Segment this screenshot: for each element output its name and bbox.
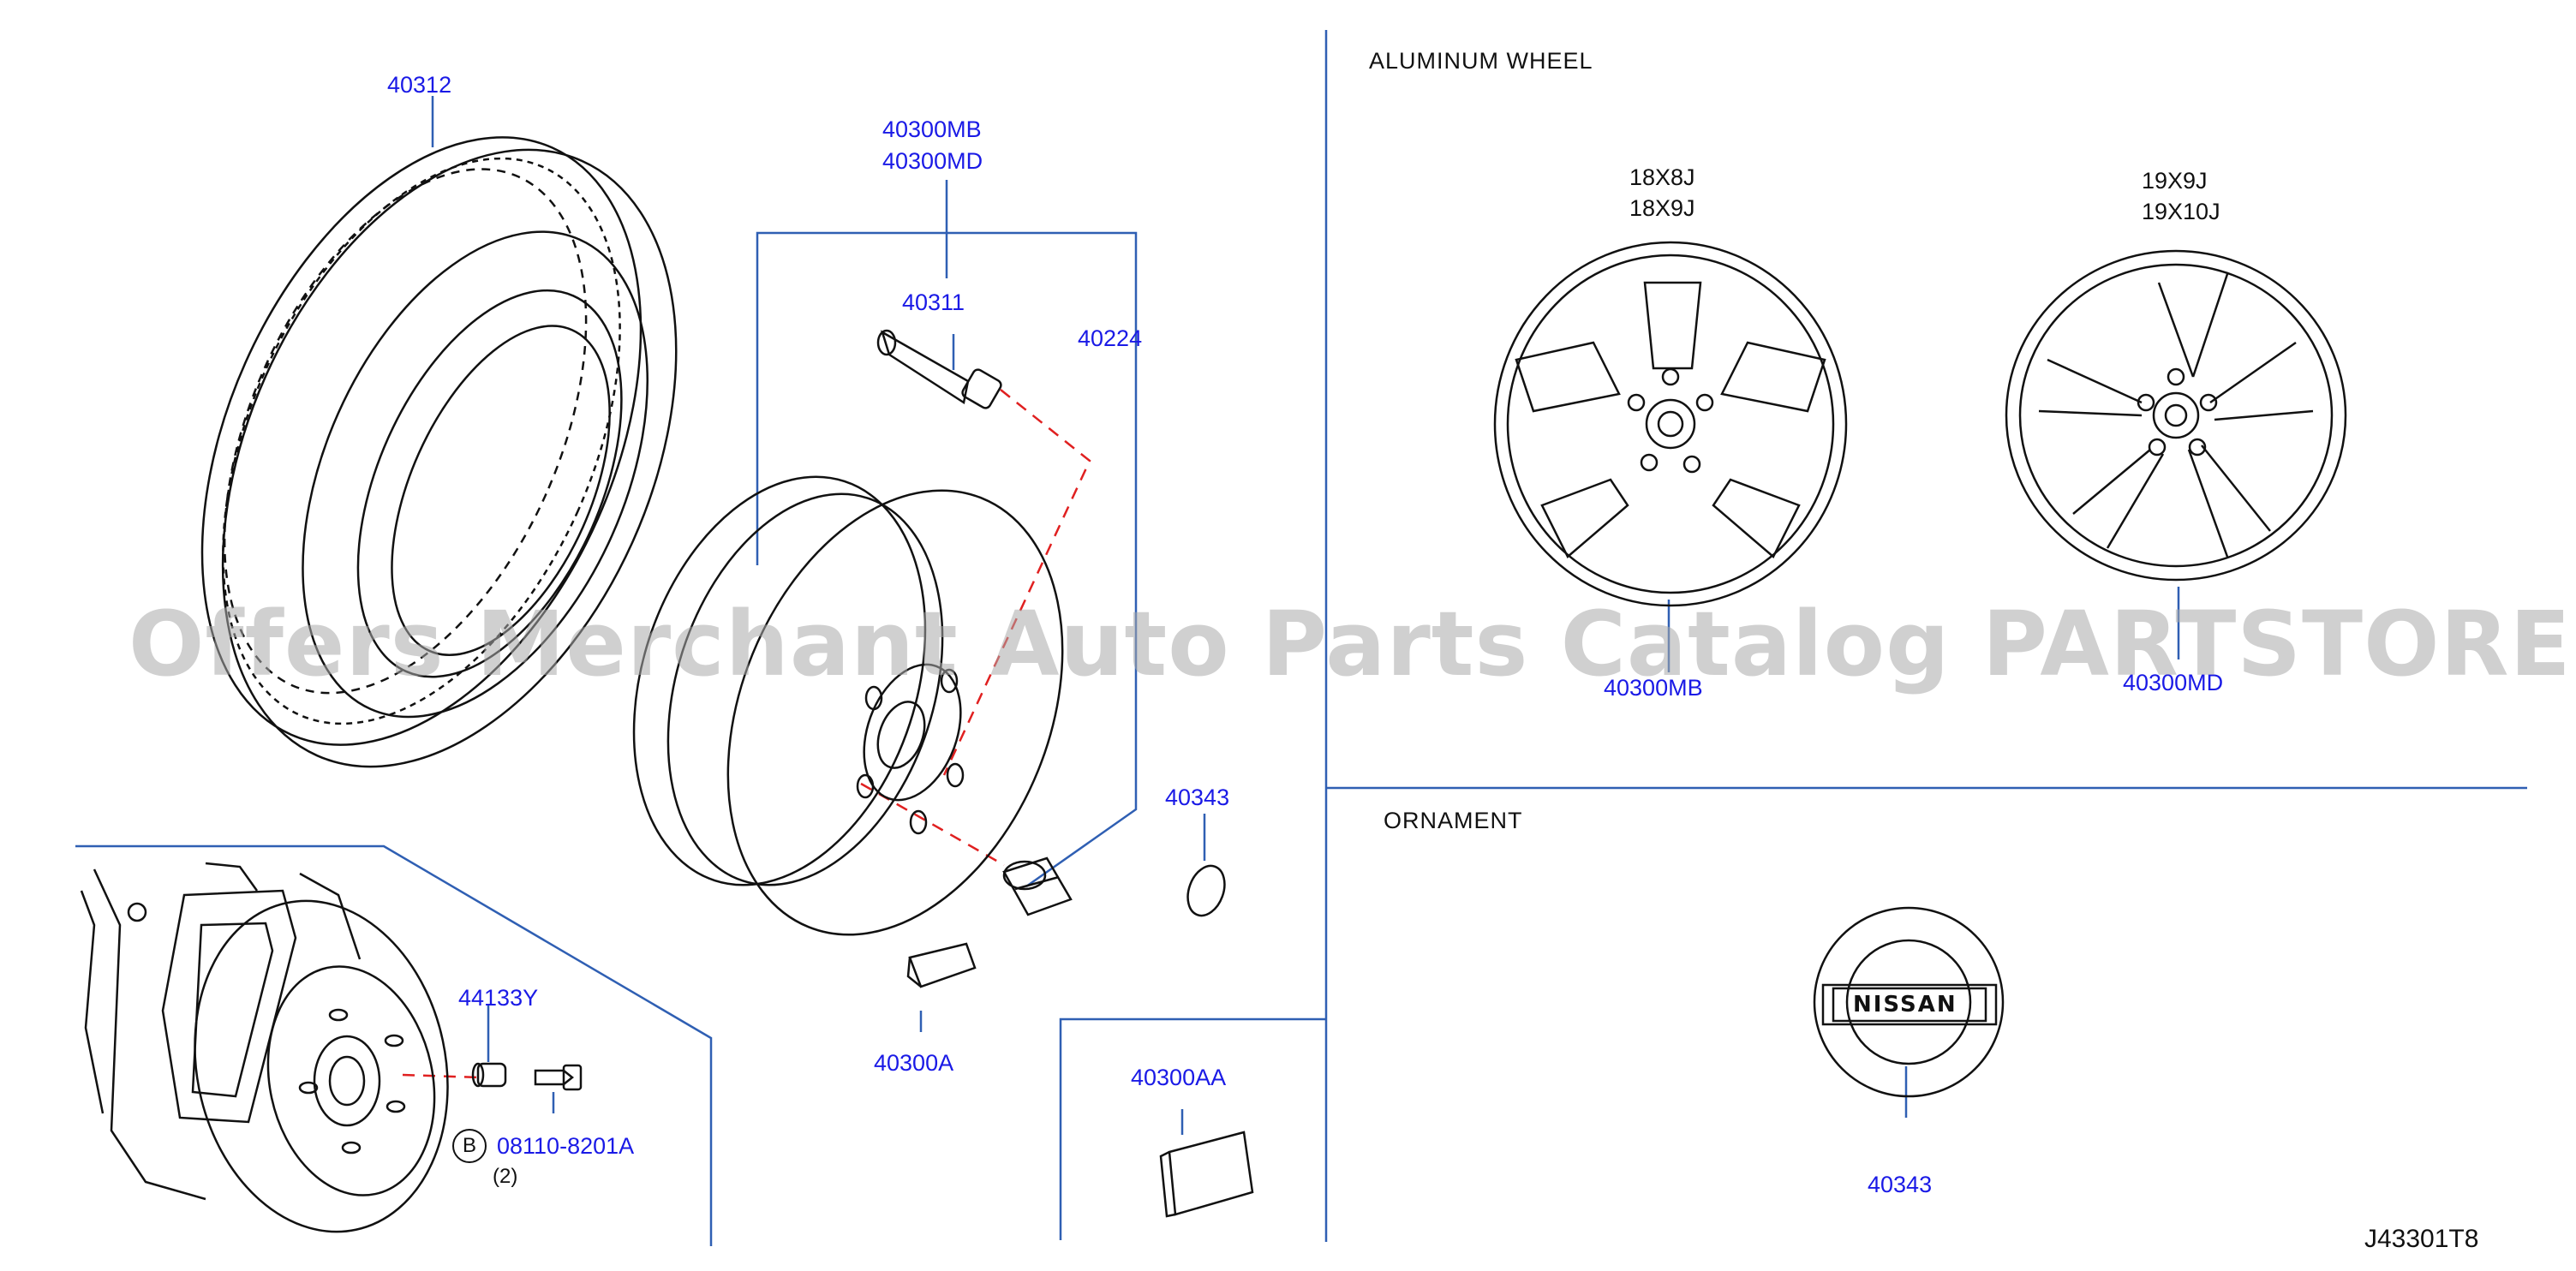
label-tire: 40312 — [387, 72, 452, 98]
label-wheel-right-part: 40300MD — [2123, 670, 2224, 695]
label-weight: 40300A — [874, 1050, 954, 1076]
wheel-left-size-2: 18X9J — [1629, 195, 1695, 221]
wheel-18in-drawing — [1493, 241, 1848, 607]
wheel-right-size-1: 19X9J — [2142, 168, 2208, 194]
label-ornament-part: 40343 — [1868, 1172, 1933, 1197]
spacer-bolt-drawing — [471, 1062, 583, 1091]
small-cap-drawing — [1186, 864, 1226, 917]
section-dividers — [75, 30, 2527, 1246]
ornament-badge-drawing — [1813, 906, 2005, 1098]
weight-aa-drawing — [1159, 1131, 1254, 1218]
wheel-left-size-1: 18X8J — [1629, 164, 1695, 190]
label-bolt: 08110-8201A — [497, 1133, 635, 1159]
section-title-ornament: ORNAMENT — [1384, 808, 1523, 833]
label-valve: 40311 — [902, 289, 965, 315]
label-spacer: 44133Y — [458, 985, 539, 1011]
label-bolt-qty: (2) — [493, 1165, 518, 1188]
ornament-logo-text: NISSAN — [1853, 992, 1957, 1017]
section-title-aluminum-wheel: ALUMINUM WHEEL — [1369, 48, 1593, 74]
install-guides — [402, 389, 1091, 1079]
tire-drawing — [200, 136, 678, 768]
wheel-right-size-2: 19X10J — [2142, 199, 2220, 224]
balance-weight-drawing — [906, 942, 977, 988]
label-wheel-mb: 40300MB — [882, 116, 982, 142]
leader-lines — [431, 96, 2180, 1135]
wheel-rim-drawing — [632, 475, 1064, 936]
label-nut: 40224 — [1078, 325, 1143, 351]
label-wheel-left-part: 40300MB — [1604, 675, 1703, 701]
label-weight-aa: 40300AA — [1131, 1065, 1227, 1090]
valve-stem-drawing — [876, 329, 1002, 409]
watermark-text: Offers Merchant Auto Parts Catalog PARTS… — [129, 592, 2576, 696]
label-wheel-md: 40300MD — [882, 148, 983, 174]
lug-nut-drawing — [1002, 856, 1073, 916]
diagram-code: J43301T8 — [2364, 1225, 2479, 1253]
bolt-marker-circle: B — [452, 1129, 487, 1163]
brake-hub-drawing — [80, 862, 449, 1233]
wheel-19in-drawing — [2005, 249, 2347, 582]
label-cap-small: 40343 — [1165, 785, 1230, 810]
